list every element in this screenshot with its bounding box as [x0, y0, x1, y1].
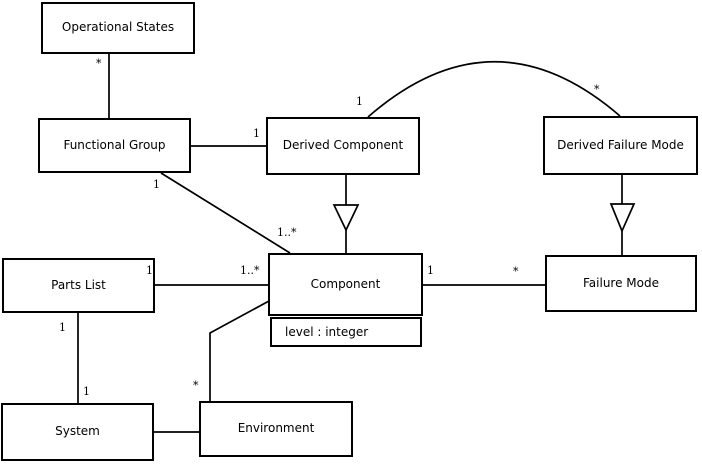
multiplicity-component-failure-mode-source: 1: [427, 264, 434, 277]
multiplicity-parts-list-component-target: 1..*: [240, 264, 260, 277]
multiplicity-derived-component-dfm-source: 1: [356, 95, 363, 108]
generalization-derived-failure-mode-failure-mode: [609, 175, 636, 255]
class-component-attributes[interactable]: level : integer: [270, 317, 422, 347]
multiplicity-component-failure-mode-target: *: [513, 265, 519, 278]
class-name: Parts List: [51, 277, 106, 292]
class-derived-component[interactable]: Derived Component: [266, 117, 420, 175]
association-derived-component-derived-failure-mode: [367, 60, 621, 118]
multiplicity-functional-group-derived-component: 1: [253, 127, 260, 140]
class-name: System: [55, 424, 100, 439]
multiplicity-parts-list-component-source: 1: [146, 264, 153, 277]
class-name: Derived Component: [282, 138, 404, 153]
multiplicity-parts-list-system-target: 1: [83, 385, 90, 398]
multiplicity-parts-list-system-source: 1: [59, 321, 66, 334]
class-derived-failure-mode[interactable]: Derived Failure Mode: [543, 116, 698, 175]
class-operational-states[interactable]: Operational States: [41, 2, 195, 54]
multiplicity-operational-states-end: *: [96, 57, 102, 70]
attribute-level: level : integer: [285, 325, 369, 339]
multiplicity-derived-component-dfm-target: *: [594, 83, 600, 96]
class-failure-mode[interactable]: Failure Mode: [545, 255, 697, 312]
class-component[interactable]: Component: [268, 253, 423, 316]
multiplicity-functional-group-component-source: 1: [153, 178, 160, 191]
association-functional-group-component: [160, 172, 291, 254]
class-name: Derived Failure Mode: [557, 137, 684, 152]
generalization-derived-component-component: [332, 175, 360, 253]
class-environment[interactable]: Environment: [199, 401, 353, 457]
multiplicity-component-environment-target: *: [193, 379, 199, 392]
class-functional-group[interactable]: Functional Group: [38, 118, 191, 173]
class-system[interactable]: System: [1, 403, 154, 461]
class-name: Component: [310, 276, 381, 291]
class-name: Functional Group: [63, 137, 166, 152]
generalization-triangle-icon: [609, 203, 636, 234]
class-name: Environment: [237, 421, 315, 436]
generalization-triangle-icon: [332, 204, 360, 232]
association-component-environment: [209, 300, 270, 401]
multiplicity-functional-group-component-target: 1..*: [277, 226, 297, 239]
class-parts-list[interactable]: Parts List: [2, 258, 155, 313]
class-name: Operational States: [61, 20, 175, 35]
class-name: Failure Mode: [583, 275, 659, 290]
